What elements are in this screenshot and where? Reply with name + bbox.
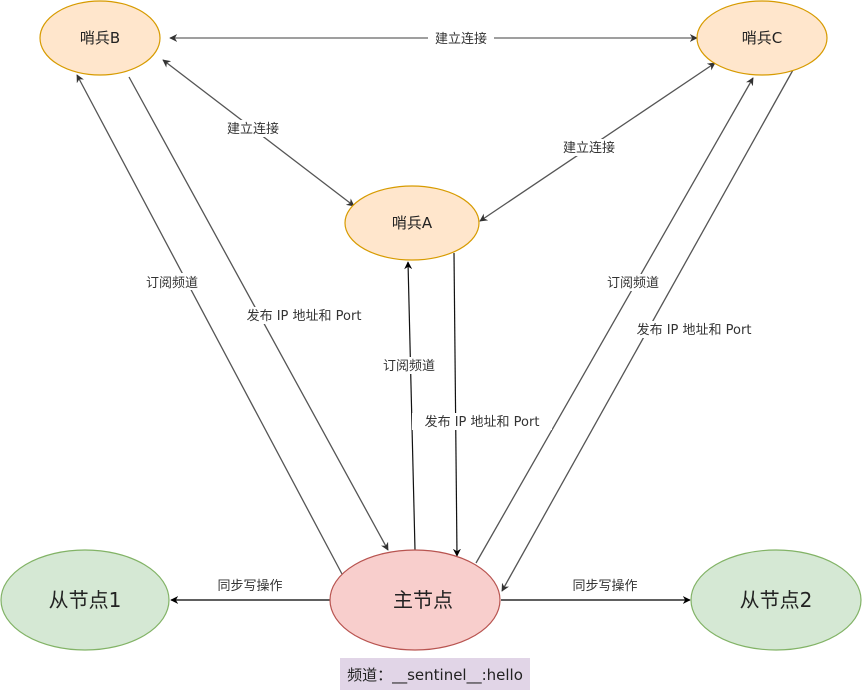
node-sentinel-c[interactable]: 哨兵C <box>696 0 828 76</box>
node-sentinel-b-label: 哨兵B <box>80 29 120 47</box>
node-slave2-label: 从节点2 <box>740 588 813 612</box>
node-slave1-label: 从节点1 <box>49 588 122 612</box>
label-a-master-publish: 发布 IP 地址和 Port <box>425 414 540 430</box>
node-sentinel-a[interactable]: 哨兵A <box>344 185 480 261</box>
edge-master-a-subscribe <box>404 261 416 551</box>
label-master-c-subscribe: 订阅频道 <box>607 276 659 291</box>
label-master-slave1-sync: 同步写操作 <box>217 578 282 594</box>
label-b-master-publish: 发布 IP 地址和 Port <box>247 308 362 324</box>
label-master-slave2-sync: 同步写操作 <box>572 578 637 594</box>
channel-label: 频道：__sentinel__:hello <box>347 665 523 684</box>
channel-note: 频道：__sentinel__:hello <box>340 658 530 690</box>
node-master-label: 主节点 <box>393 588 453 612</box>
label-b-c-connect: 建立连接 <box>435 31 487 47</box>
node-slave1[interactable]: 从节点1 <box>0 549 170 651</box>
edge-master-c-subscribe <box>475 77 754 564</box>
label-c-a-connect: 建立连接 <box>563 140 615 156</box>
node-slave2[interactable]: 从节点2 <box>690 549 862 651</box>
label-c-master-publish: 发布 IP 地址和 Port <box>637 322 752 338</box>
node-sentinel-a-label: 哨兵A <box>392 214 433 232</box>
node-master[interactable]: 主节点 <box>329 549 501 651</box>
node-sentinel-c-label: 哨兵C <box>742 29 782 47</box>
edge-master-b-subscribe <box>76 74 343 575</box>
label-b-a-connect: 建立连接 <box>227 121 279 137</box>
edge-a-master-publish <box>452 252 461 557</box>
label-master-b-subscribe: 订阅频道 <box>146 276 198 291</box>
label-master-a-subscribe: 订阅频道 <box>383 359 435 374</box>
node-sentinel-b[interactable]: 哨兵B <box>39 0 161 76</box>
